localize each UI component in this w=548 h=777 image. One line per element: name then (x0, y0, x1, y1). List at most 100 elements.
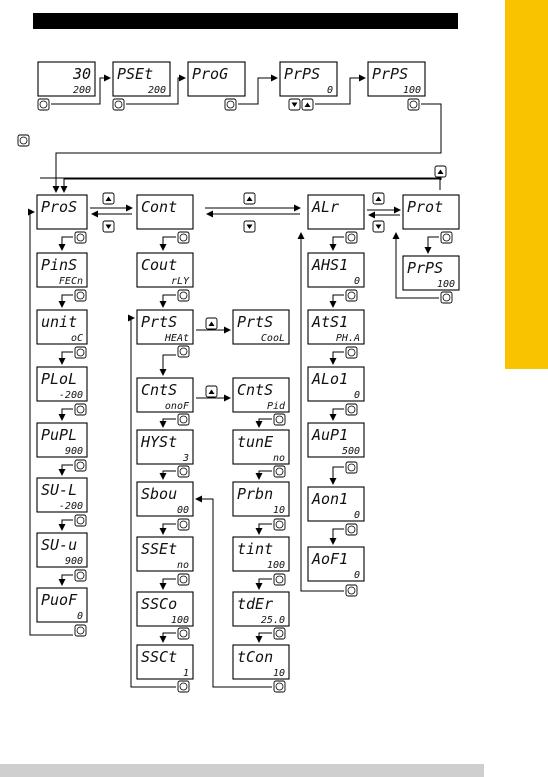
enter-button-icon[interactable] (74, 624, 87, 637)
enter-button-icon[interactable] (273, 627, 286, 640)
enter-button-icon[interactable] (345, 403, 358, 416)
up-button-icon[interactable] (102, 192, 115, 205)
enter-button-icon[interactable] (345, 289, 358, 302)
enter-button-icon[interactable] (74, 231, 87, 244)
display-prot: Prot (402, 194, 460, 230)
up-button-icon[interactable] (243, 192, 256, 205)
down-button-icon[interactable] (102, 220, 115, 233)
footer-bar (0, 764, 484, 777)
svg-text:AtS1: AtS1 (311, 313, 348, 331)
svg-text:no: no (177, 560, 189, 571)
svg-text:100: 100 (403, 85, 421, 96)
enter-button-icon[interactable] (74, 459, 87, 472)
svg-text:HYSt: HYSt (140, 433, 177, 451)
enter-button-icon[interactable] (74, 346, 87, 359)
enter-button-icon[interactable] (345, 231, 358, 244)
enter-button-icon[interactable] (177, 231, 190, 244)
svg-text:PrPS: PrPS (284, 65, 320, 83)
display-ats1: AtS1 PH.A (307, 309, 365, 345)
enter-button-icon[interactable] (273, 573, 286, 586)
enter-button-icon[interactable] (177, 289, 190, 302)
enter-button-icon[interactable] (177, 465, 190, 478)
enter-button-icon[interactable] (273, 413, 286, 426)
enter-button-icon[interactable] (37, 98, 50, 111)
svg-text:CntS: CntS (237, 381, 273, 399)
svg-text:00: 00 (177, 505, 189, 516)
svg-text:unit: unit (41, 313, 77, 331)
enter-button-icon[interactable] (440, 291, 453, 304)
enter-button-icon[interactable] (177, 680, 190, 693)
display-pins: PinS FECn (36, 252, 88, 288)
svg-text:tint: tint (237, 540, 273, 558)
enter-button-icon[interactable] (177, 518, 190, 531)
svg-text:tunE: tunE (237, 433, 273, 451)
svg-text:0: 0 (77, 611, 83, 622)
svg-text:PLoL: PLoL (41, 370, 77, 388)
down-button-icon[interactable] (372, 220, 385, 233)
up-button-icon[interactable] (205, 385, 218, 398)
enter-button-icon[interactable] (112, 98, 125, 111)
svg-text:PrtS: PrtS (237, 313, 273, 331)
enter-button-icon[interactable] (407, 98, 420, 111)
enter-button-icon[interactable] (345, 584, 358, 597)
svg-text:no: no (273, 453, 285, 464)
svg-text:3: 3 (182, 453, 189, 464)
display-alo1: ALo1 0 (307, 366, 365, 402)
svg-text:Pid: Pid (267, 401, 286, 412)
enter-button-icon[interactable] (74, 569, 87, 582)
enter-button-icon[interactable] (74, 289, 87, 302)
enter-button-icon[interactable] (345, 461, 358, 474)
up-button-icon[interactable] (301, 98, 314, 111)
svg-text:0: 0 (327, 85, 333, 96)
down-button-icon[interactable] (288, 98, 301, 111)
enter-button-icon[interactable] (440, 231, 453, 244)
enter-button-icon[interactable] (273, 518, 286, 531)
enter-button-icon[interactable] (177, 345, 190, 358)
svg-text:CntS: CntS (141, 381, 177, 399)
svg-text:Prbn: Prbn (237, 485, 273, 503)
svg-text:1: 1 (183, 668, 189, 679)
enter-button-icon[interactable] (17, 134, 30, 147)
display-ssct: SSCt 1 (136, 644, 194, 680)
up-button-icon[interactable] (372, 192, 385, 205)
enter-button-icon[interactable] (177, 413, 190, 426)
enter-button-icon[interactable] (273, 465, 286, 478)
display-cout: Cout rLY (136, 252, 194, 288)
display-ssco: SSCo 100 (136, 591, 194, 627)
svg-text:ProG: ProG (192, 65, 228, 83)
enter-button-icon[interactable] (74, 403, 87, 416)
svg-text:PuoF: PuoF (41, 591, 78, 609)
display-prog: ProG (187, 61, 246, 97)
up-button-icon[interactable] (434, 165, 447, 178)
svg-text:-200: -200 (59, 390, 83, 401)
display-prot-prps: PrPS 100 (402, 255, 460, 291)
enter-button-icon[interactable] (177, 627, 190, 640)
enter-button-icon[interactable] (224, 98, 237, 111)
display-cnts-onof: CntS onoF (136, 377, 194, 413)
svg-text:SU-u: SU-u (41, 536, 77, 554)
svg-text:PH.A: PH.A (336, 333, 360, 344)
svg-text:oC: oC (71, 333, 83, 344)
svg-text:ALo1: ALo1 (311, 370, 348, 388)
svg-text:25.0: 25.0 (261, 615, 285, 626)
display-sset: SSEt no (136, 536, 194, 572)
enter-button-icon[interactable] (345, 346, 358, 359)
display-alr: ALr (307, 194, 365, 230)
svg-text:SSEt: SSEt (141, 540, 177, 558)
enter-button-icon[interactable] (74, 514, 87, 527)
svg-text:30: 30 (72, 65, 91, 83)
svg-text:10: 10 (273, 668, 285, 679)
enter-button-icon[interactable] (273, 680, 286, 693)
enter-button-icon[interactable] (345, 523, 358, 536)
svg-text:0: 0 (354, 570, 360, 581)
down-button-icon[interactable] (243, 220, 256, 233)
svg-text:PSEt: PSEt (117, 65, 153, 83)
display-prbn: Prbn 10 (232, 481, 290, 517)
svg-text:200: 200 (148, 85, 166, 96)
svg-text:CooL: CooL (261, 333, 285, 344)
display-cont: Cont (136, 194, 194, 230)
svg-text:-200: -200 (59, 501, 83, 512)
enter-button-icon[interactable] (177, 573, 190, 586)
up-button-icon[interactable] (205, 317, 218, 330)
svg-text:100: 100 (171, 615, 189, 626)
